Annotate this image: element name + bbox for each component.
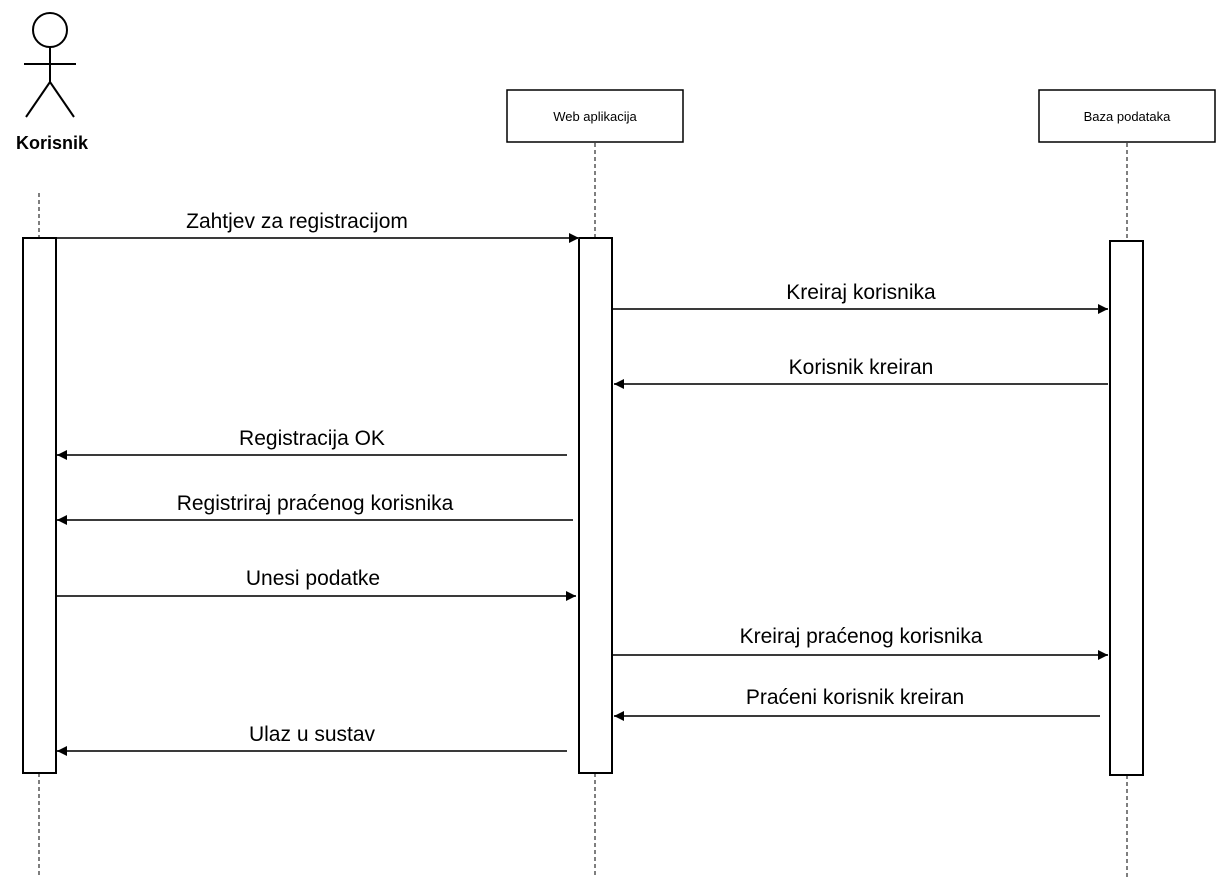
actor-right-leg	[49, 81, 75, 118]
participant-web-box	[506, 89, 684, 143]
actor-head	[32, 12, 68, 48]
participant-db-box	[1038, 89, 1216, 143]
message-label-5: Registriraj praćenog korisnika	[177, 492, 454, 515]
message-label-1: Zahtjev za registracijom	[186, 210, 408, 233]
message-label-7: Kreiraj praćenog korisnika	[740, 625, 983, 648]
actor-figure	[24, 12, 76, 118]
participant-db-label: Baza podataka	[1084, 109, 1172, 124]
activation-db	[1109, 240, 1144, 776]
message-label-8: Praćeni korisnik kreiran	[746, 686, 964, 709]
message-label-3: Korisnik kreiran	[789, 356, 934, 379]
activation-user	[22, 237, 57, 774]
message-label-6: Unesi podatke	[246, 567, 380, 590]
actor-label: Korisnik	[16, 133, 89, 153]
activation-web	[578, 237, 613, 774]
participant-web-label: Web aplikacija	[553, 109, 637, 124]
message-label-2: Kreiraj korisnika	[786, 281, 936, 304]
message-label-4: Registracija OK	[239, 427, 385, 450]
actor-left-leg	[25, 81, 51, 118]
message-label-9: Ulaz u sustav	[249, 723, 376, 746]
